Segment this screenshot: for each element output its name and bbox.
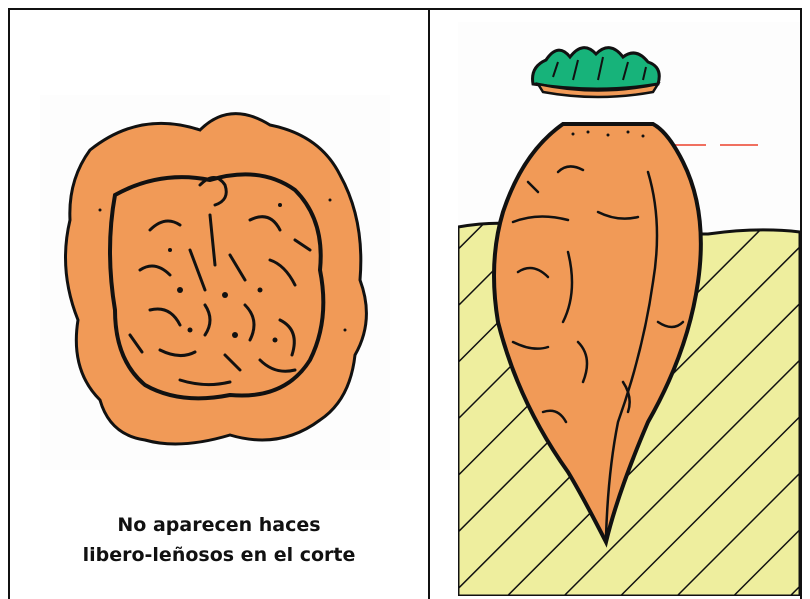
beet-root-in-soil-icon xyxy=(458,22,800,596)
cross-section-caption: No aparecen haces libero-leñosos en el c… xyxy=(10,510,428,570)
root-in-soil-panel xyxy=(430,10,800,599)
inner-ring xyxy=(110,174,323,398)
caption-line-1: No aparecen haces xyxy=(10,510,428,540)
cross-section-panel: No aparecen haces libero-leñosos en el c… xyxy=(10,10,430,599)
caption-line-2: libero-leñosos en el corte xyxy=(10,540,428,570)
root-cross-section-icon xyxy=(30,90,400,480)
figure-frame: No aparecen haces libero-leñosos en el c… xyxy=(8,8,802,599)
foliage-icon xyxy=(533,48,660,97)
